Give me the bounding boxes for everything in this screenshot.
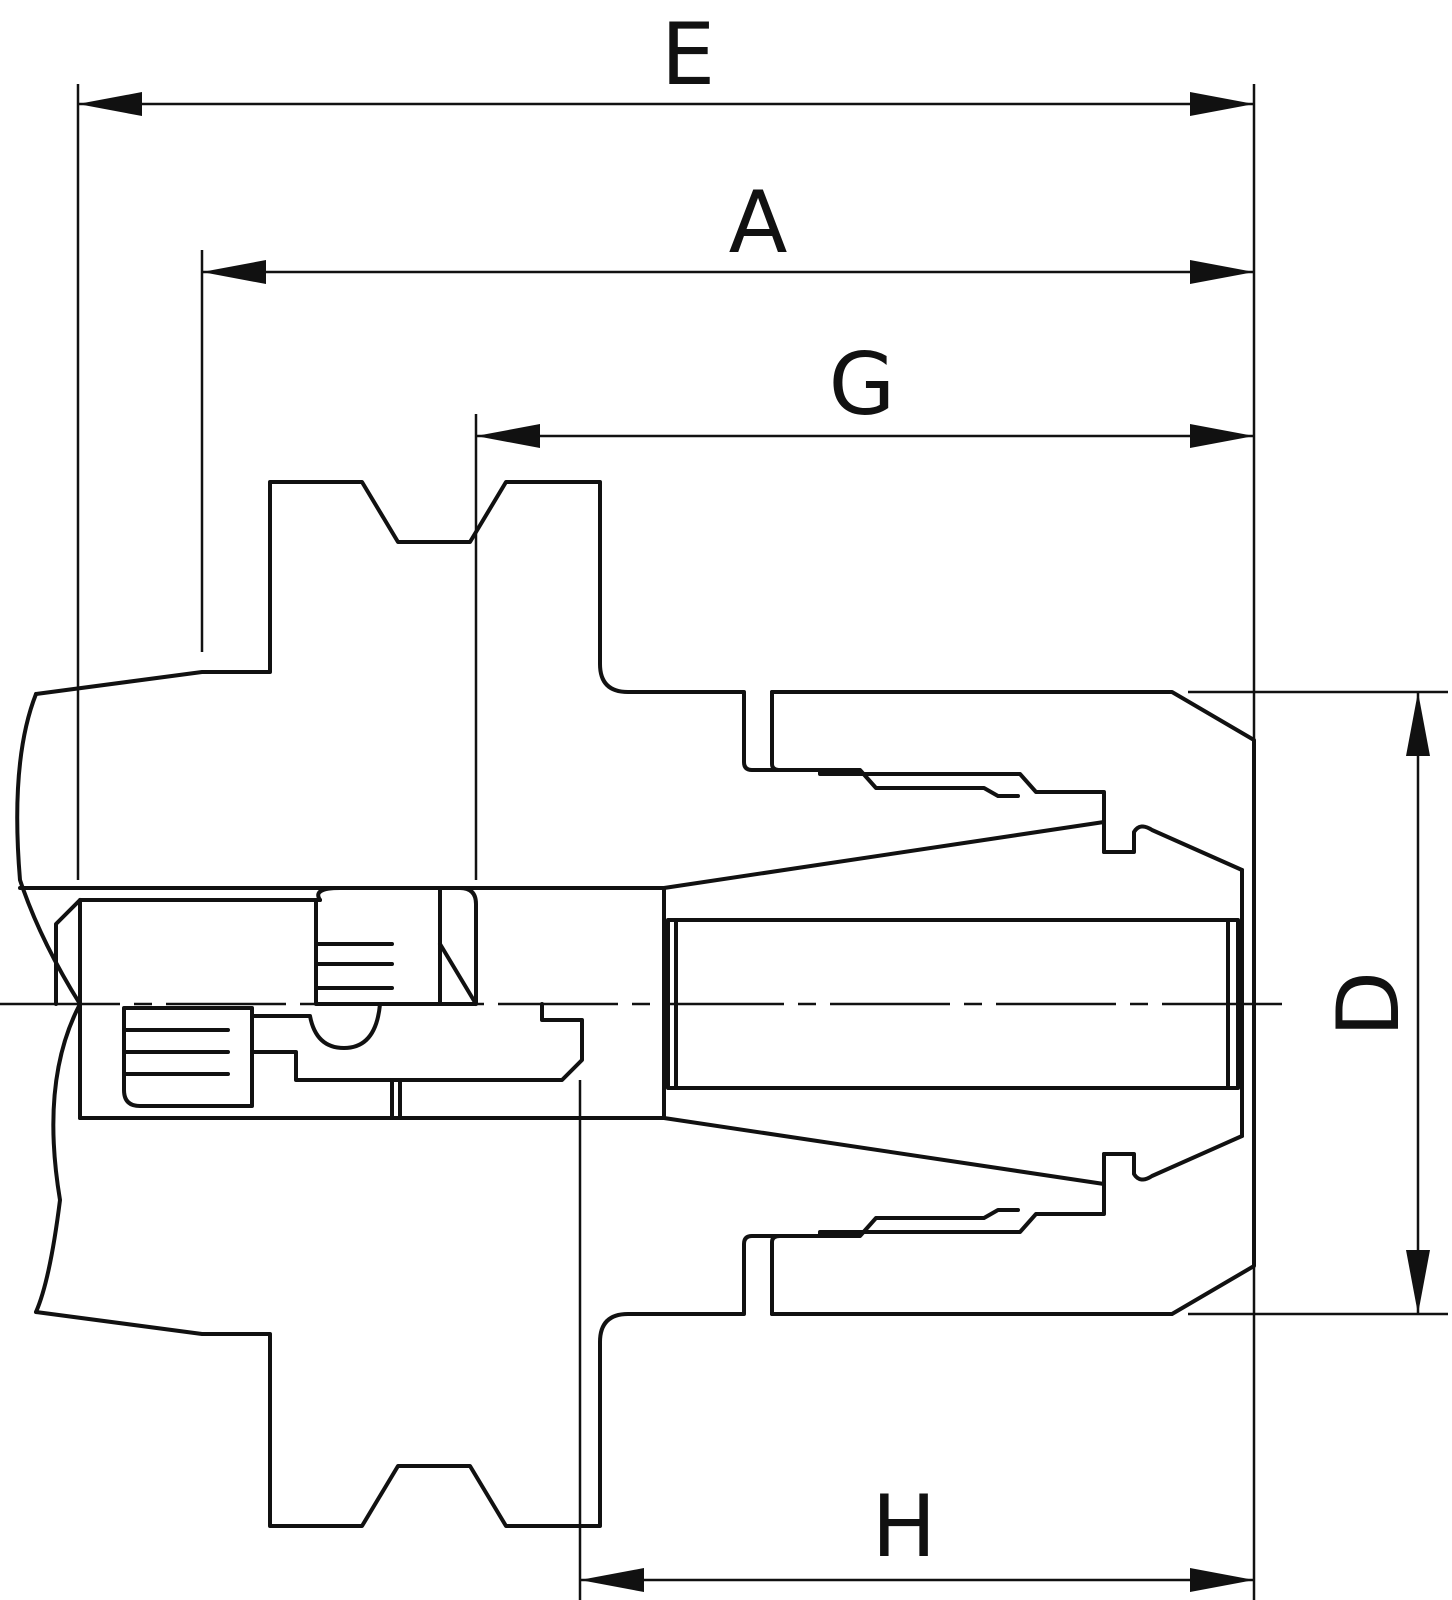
collet-taper-bottom <box>662 1116 1106 1186</box>
dimension-a-arrow-right <box>1190 260 1254 284</box>
dimension-h-label: H <box>872 1477 937 1577</box>
dimension-d-arrow-bottom <box>1406 1250 1430 1314</box>
dimension-d-arrow-top <box>1406 692 1430 756</box>
dimension-e-arrow-left <box>78 92 142 116</box>
dimension-g-arrow-left <box>476 424 540 448</box>
collet-nut-inner-bottom <box>770 1208 1020 1316</box>
collet-nut-inner-top <box>770 690 1020 798</box>
dimension-g: G <box>476 335 1254 448</box>
dimension-a-arrow-left <box>202 260 266 284</box>
collet-nut-top <box>770 690 1256 1316</box>
dimension-h: H <box>580 1477 1254 1592</box>
adjusting-screw <box>250 1002 584 1120</box>
body-outline-bottom <box>34 1134 1244 1528</box>
dimension-e-label: E <box>661 5 715 105</box>
dimension-g-label: G <box>829 335 896 435</box>
collet-taper-top <box>662 820 1106 890</box>
dimension-e: E <box>78 5 1254 116</box>
tool-holder-body <box>15 480 1256 1528</box>
body-outline-top <box>34 480 1244 872</box>
dimension-h-arrow-right <box>1190 1568 1254 1592</box>
dimension-d: D <box>1319 692 1430 1314</box>
set-screw-lower <box>122 1006 394 1120</box>
dimension-h-arrow-left <box>580 1568 644 1592</box>
shank-bore-inner <box>54 898 322 1120</box>
dimension-e-arrow-right <box>1190 92 1254 116</box>
extension-lines <box>76 84 1448 1600</box>
set-screw-upper <box>314 886 478 1006</box>
collet-bore <box>666 918 1240 1090</box>
dimension-d-label: D <box>1319 971 1419 1037</box>
dimension-g-arrow-right <box>1190 424 1254 448</box>
dimension-a: A <box>202 173 1254 284</box>
dimension-a-label: A <box>729 173 788 273</box>
